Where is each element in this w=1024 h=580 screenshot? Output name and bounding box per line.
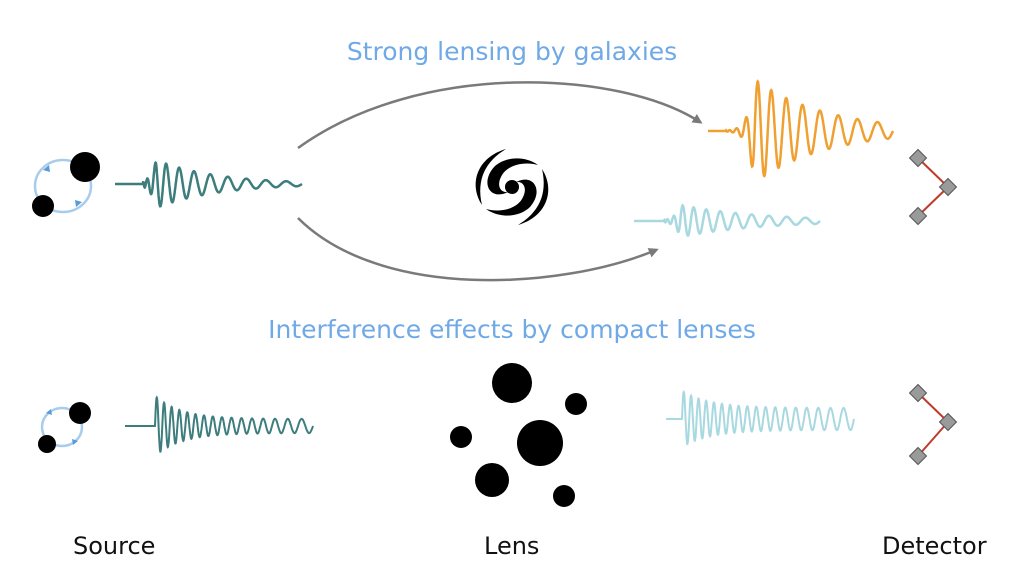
spiral-galaxy-icon (475, 149, 549, 225)
orbit-arrow-icon (46, 409, 52, 415)
point-mass-lens-icon (475, 463, 509, 497)
interference-heading: Interference effects by compact lenses (268, 315, 756, 344)
black-hole-icon (69, 402, 91, 424)
mirror-icon (938, 412, 958, 432)
orbit-arrow-icon (43, 165, 50, 172)
source-label: Source (73, 532, 156, 560)
source-waveform (115, 160, 303, 208)
detector-arm (917, 157, 949, 188)
upper-lensed-path-arrow (297, 81, 703, 150)
detector-arm (917, 186, 949, 217)
detector-arm (917, 421, 949, 457)
compact-lenses (450, 363, 587, 507)
detector-top (908, 148, 958, 226)
black-hole-icon (32, 195, 54, 217)
mirror-icon (908, 446, 928, 466)
point-mass-lens-icon (517, 420, 563, 466)
orbit-arrow-icon (75, 200, 82, 207)
detector-bottom (908, 383, 958, 466)
mirror-icon (908, 148, 928, 168)
mirror-icon (908, 206, 928, 226)
point-mass-lens-icon (553, 485, 575, 507)
lower-lensed-path-arrow (297, 217, 659, 282)
source-waveform (125, 395, 314, 453)
lens-label: Lens (484, 532, 540, 560)
mirror-icon (938, 177, 958, 197)
detector-label: Detector (882, 532, 987, 560)
point-mass-lens-icon (492, 363, 532, 403)
point-mass-lens-icon (565, 393, 587, 415)
binary-source-top (32, 152, 100, 217)
binary-source-bottom (38, 402, 91, 453)
interfered-waveform (666, 389, 855, 446)
strong-lensing-heading: Strong lensing by galaxies (346, 37, 678, 66)
mirror-icon (908, 383, 928, 403)
orbit-icon (33, 158, 93, 214)
detector-arm (917, 392, 949, 423)
black-hole-icon (70, 152, 100, 182)
demagnified-image-waveform (634, 203, 821, 238)
orbit-icon (40, 406, 84, 448)
black-hole-icon (38, 435, 56, 453)
orbit-arrow-icon (72, 439, 78, 445)
magnified-image-waveform (708, 79, 895, 178)
point-mass-lens-icon (450, 426, 472, 448)
